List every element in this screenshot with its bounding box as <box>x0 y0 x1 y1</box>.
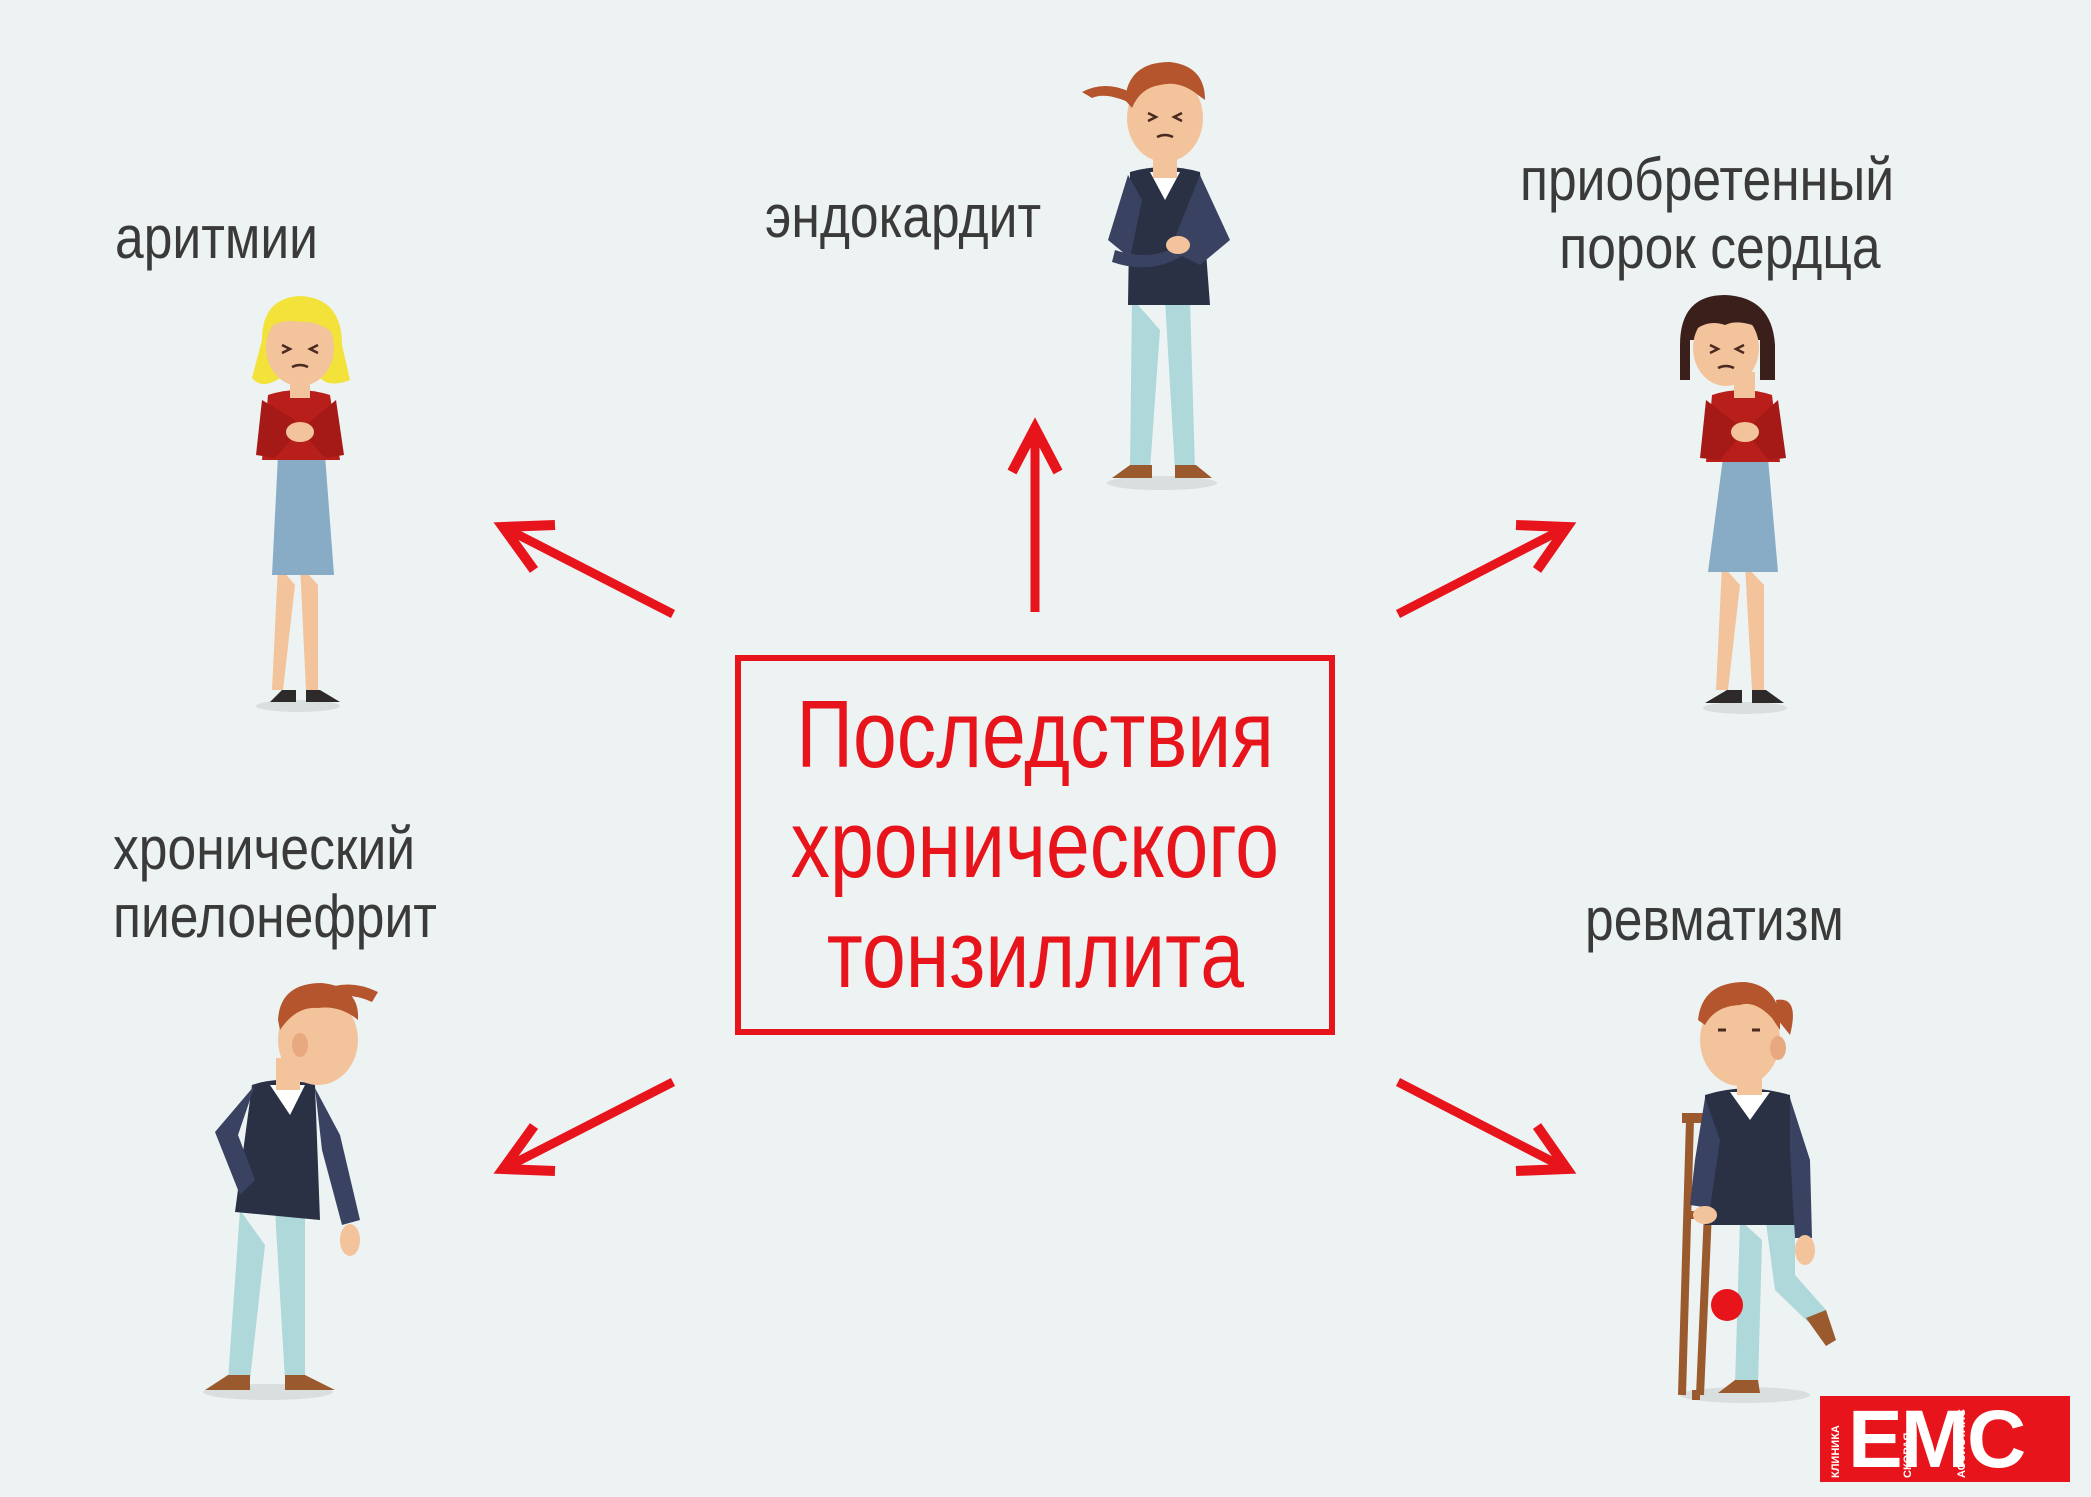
center-title-line-2: хронического <box>790 791 1280 898</box>
emc-logo: КЛИНИКА СКОРАЯ АССИСТАНС EMC <box>1820 1396 2070 1482</box>
label-arrhythmia: аритмии <box>115 204 318 271</box>
arrow-down-right <box>1395 1077 1577 1176</box>
logo-text: EMC <box>1848 1394 2026 1485</box>
center-title-line-1: Последствия <box>796 681 1274 788</box>
label-rheumatism: ревматизм <box>1585 886 1844 953</box>
label-acquired-heart-defect: приобретенный порок сердца <box>1520 146 1895 281</box>
center-title-line-3: тонзиллита <box>826 901 1244 1008</box>
center-title-box: Последствия хронического тонзиллита <box>735 655 1335 1035</box>
figure-woman-blonde <box>252 296 350 712</box>
arrow-down-left <box>493 1077 676 1176</box>
figure-man-crutch <box>1678 982 1836 1403</box>
arrow-up-left <box>493 520 676 619</box>
figure-man-stomach <box>1082 62 1230 490</box>
arrow-up-right <box>1395 520 1577 619</box>
label-endocarditis: эндокардит <box>765 183 1042 250</box>
label-chronic-pyelonephritis: хронический пиелонефрит <box>113 815 437 950</box>
arrow-up <box>1007 417 1063 612</box>
figure-woman-dark <box>1680 295 1787 714</box>
logo-subtext-1: КЛИНИКА <box>1830 1425 1842 1478</box>
figure-man-back <box>203 983 378 1400</box>
